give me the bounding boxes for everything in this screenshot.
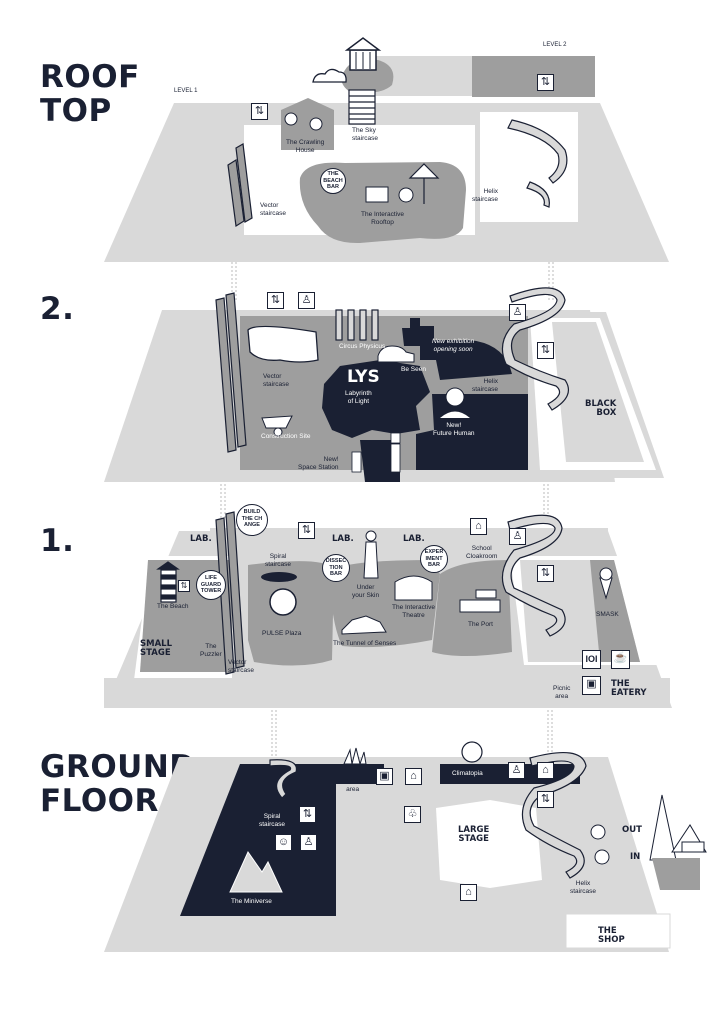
beach-bar-label[interactable]: THE BEACH BAR bbox=[320, 168, 346, 194]
hanger-icon: ⌂ bbox=[470, 518, 487, 535]
interactive-rooftop-label[interactable]: The Interactive Rooftop bbox=[361, 211, 404, 226]
interactive-theatre-label[interactable]: The Interactive Theatre bbox=[392, 604, 435, 619]
climatopia-label[interactable]: Climatopia bbox=[452, 770, 483, 777]
construction-site-label[interactable]: Construction Site bbox=[261, 433, 311, 440]
life-guard-tower-label[interactable]: LIFE GUARD TOWER bbox=[196, 570, 226, 600]
floor-2-plate bbox=[104, 287, 664, 482]
spiral-staircase-label-gf[interactable]: Spiral staircase bbox=[259, 813, 286, 828]
vector-staircase-label-f2[interactable]: Vector staircase bbox=[263, 373, 290, 388]
the-port-label[interactable]: The Port bbox=[468, 621, 493, 628]
lys-logo-label[interactable]: LYS bbox=[347, 367, 380, 387]
dissection-bar-label[interactable]: DISSEC TION BAR bbox=[322, 554, 350, 582]
level-2-label: LEVEL 2 bbox=[543, 42, 567, 48]
toilet-icon: ♙ bbox=[509, 528, 526, 545]
crawling-house-label[interactable]: The Crawling House bbox=[286, 139, 325, 154]
helix-staircase-label-f2[interactable]: Helix staircase bbox=[472, 378, 499, 393]
toilet-icon: ♙ bbox=[298, 292, 315, 309]
black-box-label[interactable]: BLACK BOX bbox=[585, 399, 617, 418]
vector-staircase-label[interactable]: Vector staircase bbox=[260, 202, 287, 217]
be-seen-label[interactable]: Be Seen bbox=[401, 366, 426, 373]
hanger-icon: ⌂ bbox=[405, 768, 422, 785]
school-cloakroom-label[interactable]: School Cloakroom bbox=[466, 545, 498, 560]
toilet-icon: ♙ bbox=[508, 762, 525, 779]
elevator-icon: ⇅ bbox=[298, 522, 315, 539]
the-shop-label[interactable]: THE SHOP bbox=[598, 926, 625, 945]
elevator-icon: ⇅ bbox=[537, 565, 554, 582]
tunnel-of-senses-label[interactable]: The Tunnel of Senses bbox=[333, 640, 397, 647]
connector-lines bbox=[220, 262, 554, 760]
the-miniverse-label[interactable]: The Miniverse bbox=[231, 898, 272, 905]
lunchbox-icon: ▣ bbox=[582, 676, 601, 695]
circus-physicus-label[interactable]: Circus Physicus bbox=[339, 343, 386, 350]
the-beach-label[interactable]: The Beach bbox=[157, 603, 189, 610]
stroller-icon: ♧ bbox=[404, 806, 421, 823]
lab-label-2[interactable]: LAB. bbox=[332, 534, 354, 544]
labyrinth-label[interactable]: Labyrinth of Light bbox=[345, 390, 372, 405]
hanger-icon: ⌂ bbox=[537, 762, 554, 779]
out-label[interactable]: OUT bbox=[622, 825, 642, 835]
sky-staircase-label[interactable]: The Sky staircase bbox=[352, 127, 379, 142]
level-1-label: LEVEL 1 bbox=[174, 88, 198, 94]
elevator-icon: ⇅ bbox=[537, 342, 554, 359]
rooftop-plate bbox=[104, 37, 669, 262]
space-station-label[interactable]: New! Space Station bbox=[298, 456, 339, 471]
toilet-icon: ♙ bbox=[300, 834, 317, 851]
lab-label-1[interactable]: LAB. bbox=[190, 534, 212, 544]
elevator-icon: ⇅ bbox=[178, 580, 190, 592]
spiral-staircase-label-f1[interactable]: Spiral staircase bbox=[265, 553, 292, 568]
small-stage-label[interactable]: SMALL STAGE bbox=[140, 639, 172, 658]
new-exhibition-label[interactable]: New exhibition opening soon bbox=[432, 338, 475, 353]
helix-staircase-label[interactable]: Helix staircase bbox=[472, 188, 499, 203]
ground-floor-plate bbox=[104, 741, 707, 952]
future-human-label[interactable]: New! Future Human bbox=[433, 422, 475, 437]
large-stage-label[interactable]: LARGE STAGE bbox=[458, 825, 490, 844]
food-icon: IOI bbox=[582, 650, 601, 669]
elevator-icon: ⇅ bbox=[537, 791, 554, 808]
elevator-icon: ⇅ bbox=[299, 806, 316, 823]
smask-label[interactable]: SMASK bbox=[596, 611, 619, 618]
coffee-icon: ☕ bbox=[611, 650, 630, 669]
floor-2-title: 2. bbox=[40, 291, 75, 327]
in-label[interactable]: IN bbox=[630, 852, 641, 862]
ground-floor-title: GROUND FLOOR bbox=[40, 749, 196, 819]
experiment-bar-label[interactable]: EXPER IMENT BAR bbox=[420, 545, 448, 573]
rooftop-title: ROOF TOP bbox=[40, 59, 140, 129]
under-your-skin-label[interactable]: Under your Skin bbox=[352, 584, 380, 599]
floor-1-plate bbox=[104, 511, 672, 708]
lunchbox-icon: ▣ bbox=[376, 768, 393, 785]
the-puzzler-label[interactable]: The Puzzler bbox=[200, 643, 222, 658]
bubblearium-label[interactable]: Bubblearium bbox=[270, 350, 307, 357]
toilet-icon: ♙ bbox=[509, 304, 526, 321]
the-eatery-label[interactable]: THE EATERY bbox=[611, 679, 647, 698]
hanger-icon: ⌂ bbox=[460, 884, 477, 901]
baby-change-icon: ☺ bbox=[275, 834, 292, 851]
lab-label-3[interactable]: LAB. bbox=[403, 534, 425, 544]
pulse-plaza-label[interactable]: PULSE Plaza bbox=[262, 630, 302, 637]
floor-1-title: 1. bbox=[40, 523, 75, 559]
elevator-icon: ⇅ bbox=[537, 74, 554, 91]
vector-staircase-label-f1[interactable]: Vector staircase bbox=[228, 659, 255, 674]
elevator-icon: ⇅ bbox=[251, 103, 268, 120]
picnic-area-label-f1[interactable]: Picnic area bbox=[553, 685, 571, 700]
build-the-change-label[interactable]: BUILD THE CH ANGE bbox=[236, 504, 268, 536]
elevator-icon: ⇅ bbox=[267, 292, 284, 309]
picnic-area-label-gf[interactable]: Picnic area bbox=[344, 778, 362, 793]
helix-staircase-label-gf[interactable]: Helix staircase bbox=[570, 880, 597, 895]
